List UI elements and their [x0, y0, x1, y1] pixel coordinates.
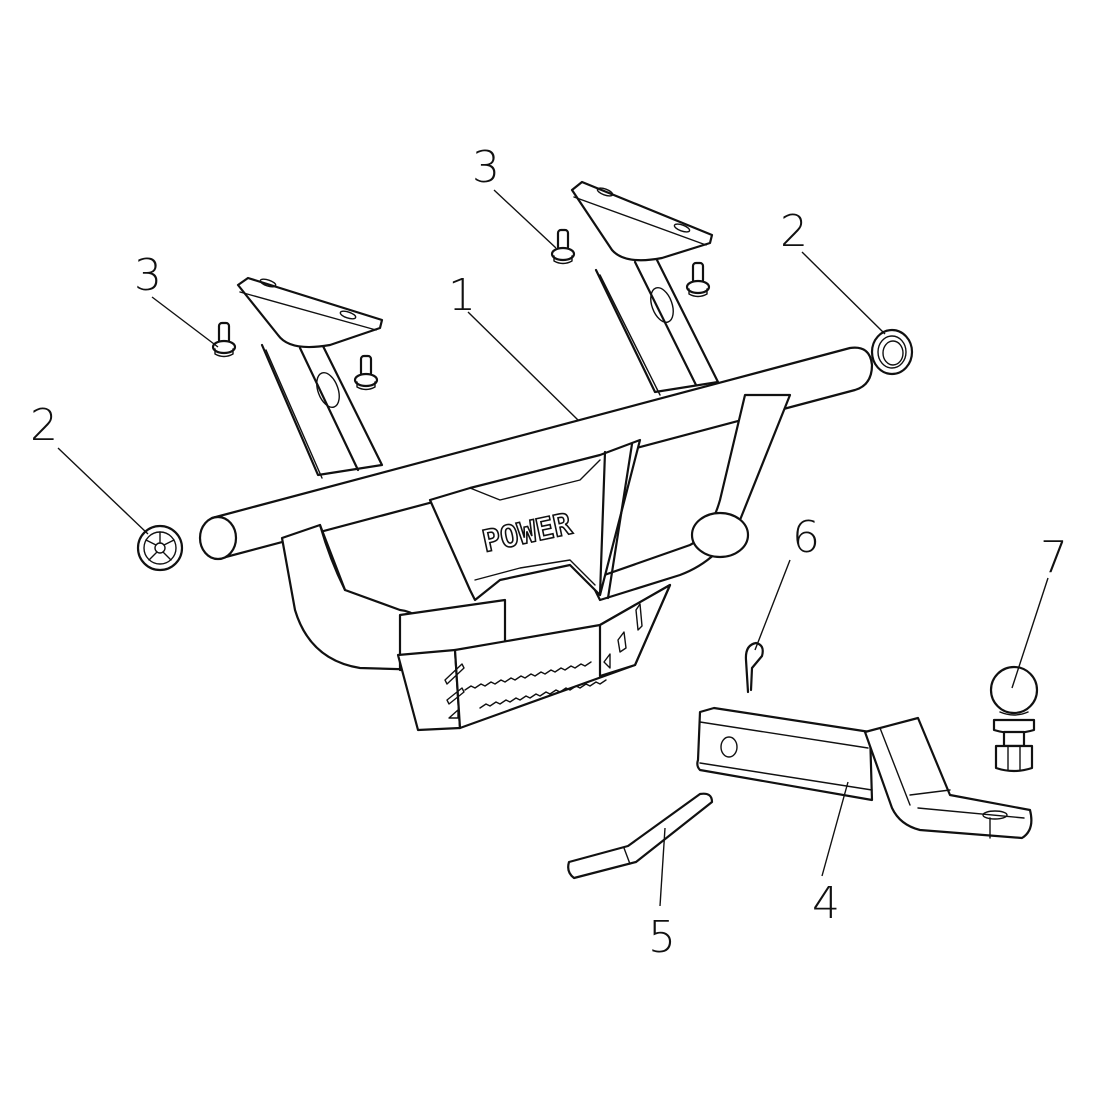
- callout-labels: 1 2 2 3 3 4 5 6 7: [30, 142, 1068, 963]
- callout-2-right: 2: [780, 206, 808, 257]
- end-cap-right: [870, 328, 914, 376]
- leader-lines: [57, 189, 1049, 907]
- callout-6: 6: [792, 512, 820, 563]
- end-cap-left: [136, 524, 184, 572]
- callout-3-left: 3: [134, 250, 162, 301]
- bumper-lower-frame: POWER: [280, 393, 792, 732]
- callout-2-left: 2: [30, 400, 58, 451]
- crossbar-tube: [198, 346, 874, 561]
- callout-7: 7: [1040, 532, 1068, 583]
- mounting-bracket-right: [570, 180, 720, 396]
- hitch-pin: [567, 792, 714, 880]
- cotter-clip: [744, 641, 764, 694]
- flange-bolt: [550, 228, 576, 265]
- hitch-ball-mount: [696, 706, 1033, 840]
- callout-1: 1: [448, 270, 476, 321]
- callout-4: 4: [812, 878, 840, 929]
- mounting-bracket-left: [236, 276, 384, 479]
- callout-3-right: 3: [472, 142, 500, 193]
- flange-bolt-group: [211, 228, 711, 391]
- flange-bolt: [685, 261, 711, 298]
- flange-bolt: [211, 321, 237, 358]
- hitch-ball: [989, 665, 1039, 773]
- callout-5: 5: [648, 912, 676, 963]
- flange-bolt: [353, 354, 379, 391]
